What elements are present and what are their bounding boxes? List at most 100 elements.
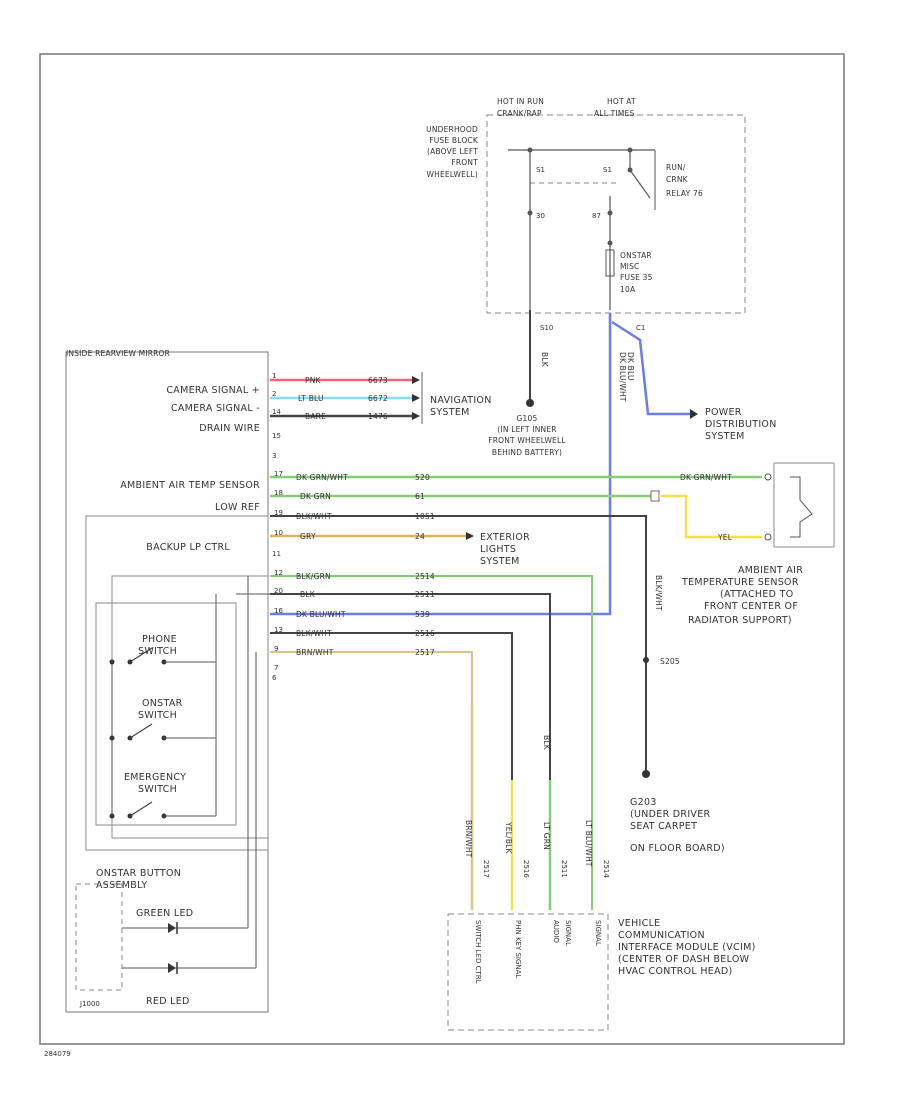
relay-label-2: CRNK <box>666 175 689 184</box>
g203-label-1: G203 <box>630 797 657 808</box>
vcim-outline <box>447 913 609 1031</box>
wire-dk-blu-white <box>270 313 612 616</box>
emergency-switch-arm <box>129 801 153 817</box>
backup-lp-label: BACKUP LP CTRL <box>146 542 230 553</box>
vcim-circuit: 2516 <box>522 860 530 878</box>
vcim-pin-label: PHN KEY SIGNAL <box>514 920 522 978</box>
wire-circuit-pnk: 6673 <box>368 376 388 385</box>
power-distribution-2: DISTRIBUTION <box>705 419 777 430</box>
green-led-label: GREEN LED <box>136 908 193 919</box>
onstar-switch-arm <box>129 723 153 739</box>
switch-group-inner <box>95 602 237 826</box>
wire-circuit-blkwht: 1051 <box>415 512 435 521</box>
fuse-block-label-1: UNDERHOOD <box>426 125 478 134</box>
phone-switch-label-2: SWITCH <box>138 646 177 657</box>
vcim-wire-label: BLK <box>542 735 551 751</box>
ambient-sensor-label: AMBIENT AIR TEMP SENSOR <box>120 480 260 491</box>
mirror-pin: 18 <box>274 489 283 497</box>
onstar-switch-label-1: ONSTAR <box>142 698 183 709</box>
wire-blk-grn <box>270 575 593 910</box>
camera-negative-label: CAMERA SIGNAL - <box>171 403 260 414</box>
exterior-lights-1: EXTERIOR <box>480 532 530 543</box>
phone-switch-arm <box>129 647 153 663</box>
green-led-icon <box>168 923 176 933</box>
vcim-wire-label: LT BLU/WHT <box>584 820 593 867</box>
mirror-pin: 3 <box>272 452 276 460</box>
relay-switch-arm <box>629 169 651 199</box>
switch-contact <box>109 813 115 819</box>
arrow <box>412 412 420 420</box>
hot-at-all-label: HOT AT <box>607 97 636 106</box>
g105-label-1: G105 <box>517 414 538 423</box>
fuse-label-2: MISC <box>620 262 639 271</box>
mirror-pin: 14 <box>272 408 281 416</box>
vcim-label-2: COMMUNICATION <box>618 930 705 941</box>
mirror-pin: 16 <box>274 607 283 615</box>
button-assembly-label-2: ASSEMBLY <box>96 880 148 891</box>
wire-circuit-blkwht-2516: 2516 <box>415 629 435 638</box>
emergency-switch-label-2: SWITCH <box>138 784 177 795</box>
wire-circuit-dkgrn: 61 <box>415 492 425 501</box>
wire-circuit-brnwht: 2517 <box>415 648 435 657</box>
red-led-label: RED LED <box>146 996 190 1007</box>
connector-block <box>650 490 660 502</box>
mirror-title: INSIDE REARVIEW MIRROR <box>66 349 170 358</box>
mirror-pin: 2 <box>272 390 276 398</box>
pin-label: 87 <box>592 212 601 220</box>
switch-contact <box>109 735 115 741</box>
exterior-lights-3: SYSTEM <box>480 556 520 567</box>
wire-blk <box>270 593 551 910</box>
wire-dk-blu-power <box>611 320 690 416</box>
hot-in-run-label-2: CRANK/RAP <box>497 109 542 118</box>
exterior-lights-2: LIGHTS <box>480 544 516 555</box>
vcim-wire-label: LT GRN <box>542 822 551 850</box>
arrow <box>412 376 420 384</box>
sensor-label-3: (ATTACHED TO <box>720 589 794 600</box>
g105-label-4: BEHIND BATTERY) <box>492 448 562 457</box>
low-ref-label: LOW REF <box>215 502 260 513</box>
wire-yel <box>659 494 762 539</box>
g105-label-3: FRONT WHEELWELL <box>488 436 566 445</box>
wire-label-gry: GRY <box>300 532 316 541</box>
wire-circuit-blk: 2511 <box>415 590 435 599</box>
hot-in-run-label: HOT IN RUN <box>497 97 544 106</box>
phone-switch-label-1: PHONE <box>142 634 177 645</box>
sensor-label-1: AMBIENT AIR <box>738 565 803 576</box>
arrow <box>412 394 420 402</box>
wire-blk-wht-2516 <box>270 632 513 910</box>
vcim-label-5: HVAC CONTROL HEAD) <box>618 966 733 977</box>
diagram-id: 284079 <box>44 1050 71 1058</box>
fuse-block-label-5: WHEELWELL) <box>427 170 478 179</box>
pin-label: S1 <box>603 166 612 174</box>
g105-label-2: (IN LEFT INNER <box>497 425 556 434</box>
wire-label-bare: BARE <box>305 412 326 421</box>
wire-label-dkgrnwht: DK GRN/WHT <box>296 473 348 482</box>
sensor-terminal <box>764 533 772 541</box>
camera-positive-label: CAMERA SIGNAL + <box>166 385 260 396</box>
mirror-pin: 20 <box>274 587 283 595</box>
mirror-inner-box <box>85 515 269 851</box>
emergency-switch-label-1: EMERGENCY <box>124 772 186 783</box>
vcim-pin-label: AUDIO <box>552 920 560 943</box>
arrow-power-distribution <box>690 409 698 419</box>
wire-label-yel: YEL <box>717 533 733 542</box>
sensor-label-5: RADIATOR SUPPORT) <box>688 615 792 626</box>
wire-label-dkbluwht-539: DK BLU/WHT <box>296 610 346 619</box>
wire-blk-wht-ground <box>270 515 647 773</box>
terminal-dot <box>627 167 633 173</box>
switch-contact <box>109 659 115 665</box>
ground-g203-point <box>642 770 650 778</box>
connector-c1: C1 <box>636 324 645 332</box>
wire-color-dkblu: DK BLU <box>626 352 635 381</box>
g203-label-2: (UNDER DRIVER <box>630 809 711 820</box>
mirror-pin: 6 <box>272 674 277 682</box>
terminal-dot <box>607 240 613 246</box>
power-distribution-3: SYSTEM <box>705 431 745 442</box>
terminal-dot <box>607 210 613 216</box>
vcim-label-3: INTERFACE MODULE (VCIM) <box>618 942 756 953</box>
sensor-terminal <box>764 473 772 481</box>
vcim-circuit: 2514 <box>602 860 610 878</box>
splice-j1000: J1000 <box>79 1000 100 1008</box>
arrow-exterior-lights <box>466 532 474 540</box>
